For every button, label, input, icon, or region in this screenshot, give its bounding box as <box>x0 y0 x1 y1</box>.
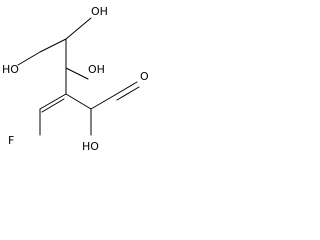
atom-label-oh-top: OH <box>91 5 108 18</box>
atom-label-oh-mid: OH <box>88 63 105 76</box>
atom-label-ho-bottom: HO <box>82 140 99 153</box>
bond-choh-oh-mid <box>65 67 89 80</box>
structural-formula: OH HO OH F O HO <box>2 5 149 153</box>
bond-choh-cho <box>90 94 116 110</box>
bond-c-alkene-chf-inner <box>41 98 65 113</box>
bond-cho-o <box>114 81 138 96</box>
atom-label-o-aldehyde: O <box>140 70 149 83</box>
atom-label-ho-left: HO <box>2 63 19 76</box>
bond-choh-oh-top <box>65 17 92 40</box>
bond-c-alkene-choh <box>65 93 92 110</box>
bond-cho-o-inner <box>116 86 140 101</box>
atom-label-f: F <box>8 134 14 147</box>
bond-ho-ch2 <box>17 51 41 66</box>
bond-c-alkene-chf <box>39 93 67 110</box>
bond-ch2-choh <box>39 38 67 53</box>
